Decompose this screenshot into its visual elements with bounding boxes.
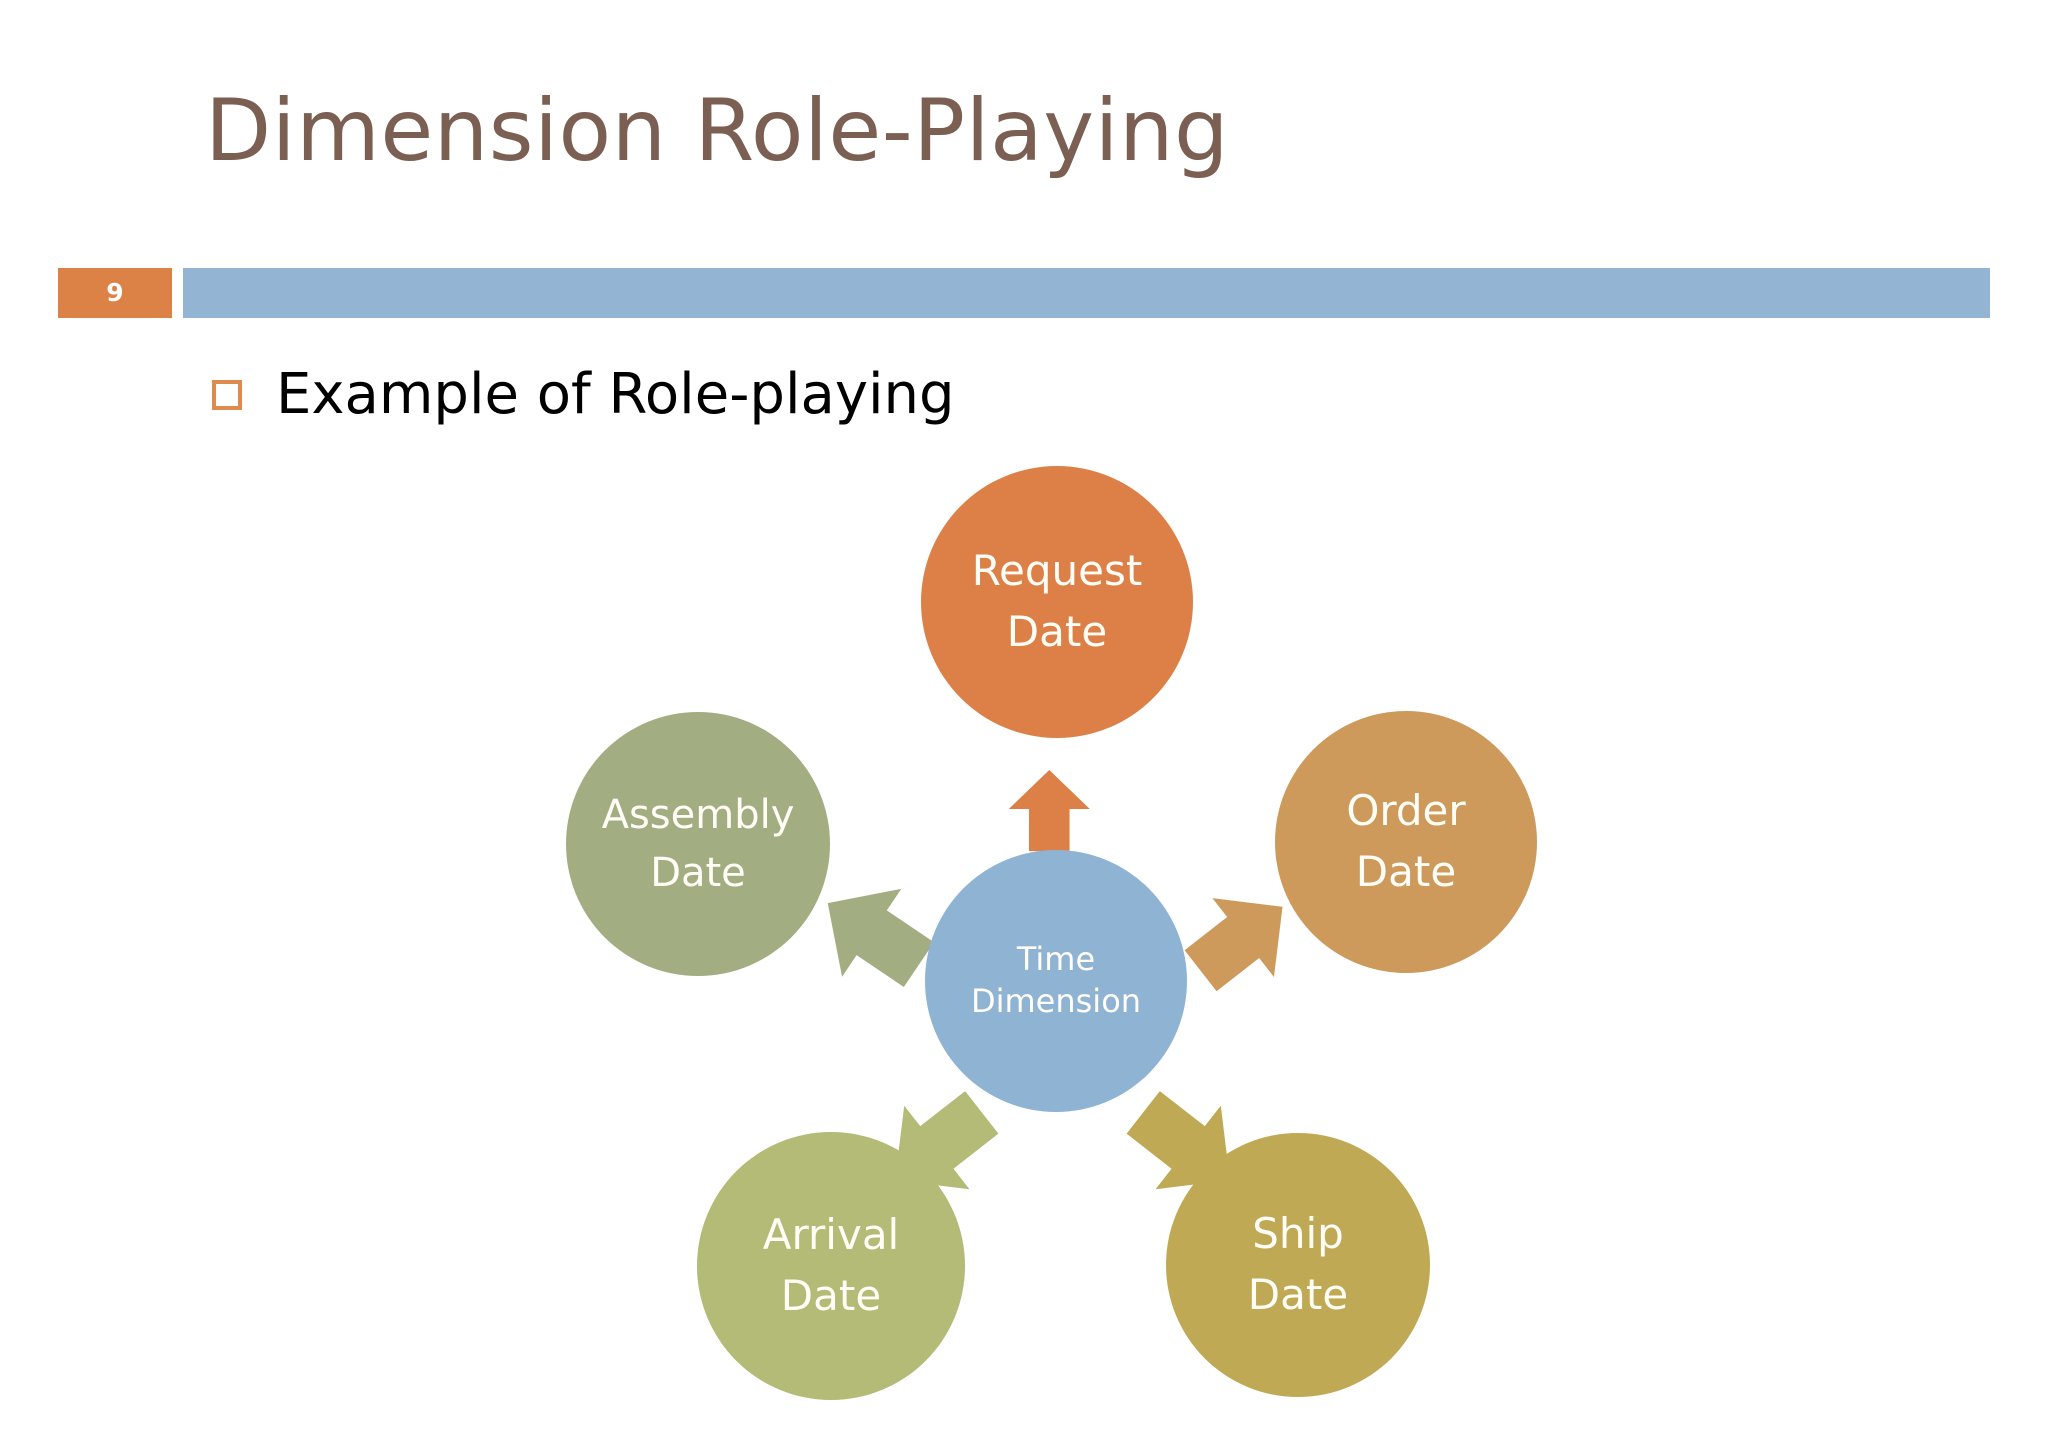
- bullet-item-label: Example of Role-playing: [276, 362, 955, 427]
- arrow-down-right-icon: [1126, 1091, 1230, 1190]
- node-time-dimension-line1: Time: [1016, 940, 1096, 979]
- node-ship-date[interactable]: Ship Date: [1166, 1133, 1430, 1397]
- node-request-date-line1: Request: [971, 546, 1143, 596]
- role-playing-diagram: Request Date Order Date Ship Date Arriva…: [0, 430, 2048, 1440]
- node-arrival-date-line2: Date: [780, 1271, 882, 1320]
- node-ship-date-line2: Date: [1247, 1270, 1349, 1319]
- node-arrival-date[interactable]: Arrival Date: [697, 1132, 965, 1400]
- arrow-up-icon: [1008, 770, 1090, 852]
- node-ship-date-line1: Ship: [1252, 1209, 1344, 1259]
- page-title: Dimension Role-Playing: [205, 81, 1230, 181]
- node-order-date[interactable]: Order Date: [1275, 711, 1537, 973]
- arrow-left-icon: [827, 888, 935, 988]
- node-assembly-date[interactable]: Assembly Date: [566, 712, 830, 976]
- slide-header-rule: 9: [58, 268, 1990, 318]
- node-time-dimension[interactable]: Time Dimension: [925, 850, 1187, 1112]
- hollow-square-bullet-icon: [212, 380, 242, 410]
- arrow-down-left-icon: [895, 1091, 999, 1190]
- arrow-up-right-icon: [1184, 898, 1283, 992]
- node-order-date-line1: Order: [1346, 786, 1466, 836]
- node-assembly-date-line2: Date: [650, 850, 746, 896]
- bullet-list-item: Example of Role-playing: [212, 367, 955, 423]
- node-request-date[interactable]: Request Date: [921, 466, 1193, 738]
- header-accent-bar: [183, 268, 1990, 318]
- page-number-text: 9: [106, 278, 124, 307]
- node-arrival-date-line1: Arrival: [762, 1210, 900, 1260]
- node-time-dimension-line2: Dimension: [970, 982, 1142, 1020]
- page-number-badge: 9: [58, 268, 172, 318]
- node-order-date-line2: Date: [1355, 847, 1457, 896]
- node-assembly-date-line1: Assembly: [601, 792, 795, 838]
- node-request-date-line2: Date: [1006, 607, 1108, 656]
